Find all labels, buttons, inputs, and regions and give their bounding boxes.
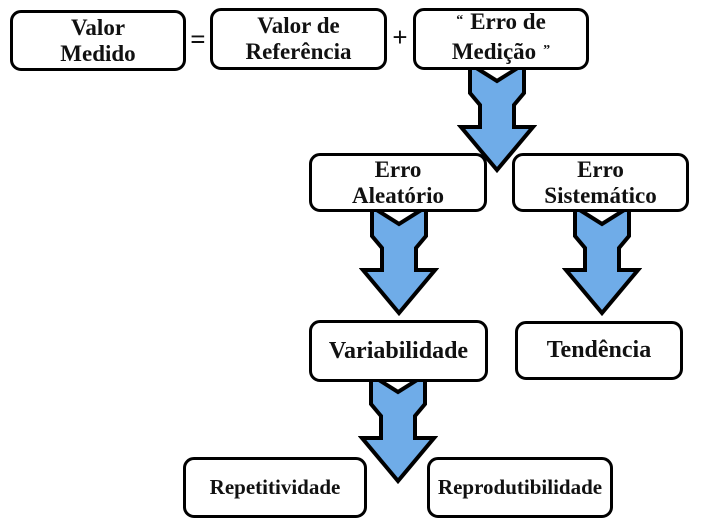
node-erro-sistematico-line2: Sistemático bbox=[544, 182, 657, 208]
node-reprodutibilidade-label: Reprodutibilidade bbox=[437, 475, 603, 499]
node-erro-medicao-line2: Medição” bbox=[451, 39, 551, 64]
node-valor-medido-line2: Medido bbox=[60, 40, 136, 66]
node-repetitividade-label: Repetitividade bbox=[209, 475, 341, 499]
arrow-variabilidade-down-icon bbox=[358, 373, 438, 485]
node-valor-referencia-line2: Referência bbox=[245, 39, 352, 64]
node-erro-aleatorio-line1: Erro bbox=[374, 156, 422, 182]
node-erro-sistematico: Erro Sistemático bbox=[512, 153, 689, 212]
node-erro-aleatorio-line2: Aleatório bbox=[352, 182, 444, 208]
arrow-erro-sistematico-down-icon bbox=[562, 205, 642, 317]
node-repetitividade: Repetitividade bbox=[183, 457, 367, 518]
node-valor-medido-line1: Valor bbox=[70, 14, 126, 40]
node-valor-referencia: Valor de Referência bbox=[210, 8, 387, 70]
quote-close: ” bbox=[543, 43, 551, 58]
node-tendencia-label: Tendência bbox=[546, 337, 652, 363]
node-erro-medicao-line1: “Erro de bbox=[456, 9, 546, 34]
plus-sign: + bbox=[392, 22, 408, 52]
node-valor-referencia-line1: Valor de bbox=[257, 13, 340, 38]
node-reprodutibilidade: Reprodutibilidade bbox=[427, 457, 613, 518]
quote-open: “ bbox=[456, 13, 464, 28]
node-erro-sistematico-line1: Erro bbox=[577, 156, 624, 182]
node-valor-medido: Valor Medido bbox=[10, 10, 186, 71]
arrow-erro-aleatorio-down-icon bbox=[359, 205, 439, 317]
node-variabilidade-label: Variabilidade bbox=[328, 337, 469, 364]
node-erro-medicao: “Erro de Medição” bbox=[413, 8, 589, 70]
node-variabilidade: Variabilidade bbox=[309, 320, 488, 382]
node-erro-aleatorio: Erro Aleatório bbox=[309, 153, 487, 212]
node-tendencia: Tendência bbox=[515, 321, 683, 380]
equals-sign: = bbox=[190, 24, 206, 54]
